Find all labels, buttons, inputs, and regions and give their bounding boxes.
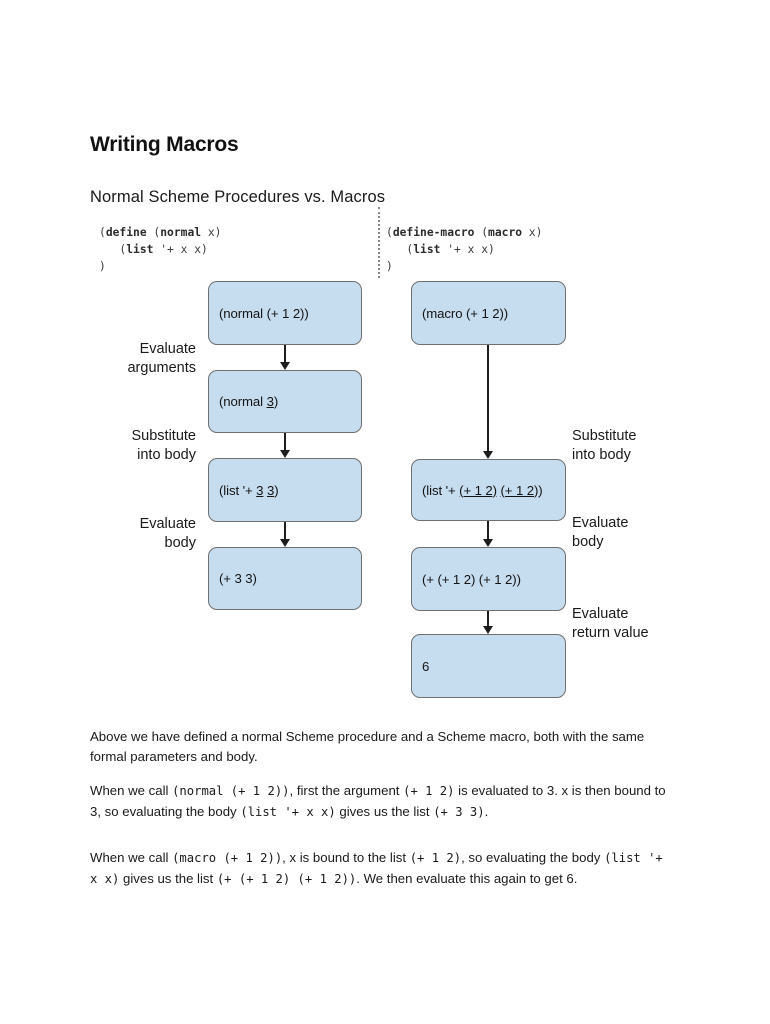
flow-box-normal-body-substituted: (list '+ 3 3) bbox=[208, 458, 362, 522]
flow-box-text: 6 bbox=[422, 658, 430, 674]
step-label-line: Evaluate bbox=[139, 516, 196, 532]
flow-box-normal-evaluated-arg: (normal 3) bbox=[208, 370, 362, 433]
flow-box-text: (normal (+ 1 2)) bbox=[219, 305, 309, 321]
step-label-line: arguments bbox=[127, 360, 196, 376]
flow-arrow-down bbox=[483, 521, 493, 547]
flow-box-macro-call: (macro (+ 1 2)) bbox=[411, 281, 566, 345]
flow-arrow-down bbox=[280, 433, 290, 458]
paragraph-normal-explanation: When we call (normal (+ 1 2)), first the… bbox=[90, 781, 672, 822]
paragraph-text: . bbox=[484, 803, 489, 819]
step-label-substitute-into-body-right: Substitute into body bbox=[572, 427, 637, 465]
flow-box-normal-call: (normal (+ 1 2)) bbox=[208, 281, 362, 345]
code-block-macro-definition: (define-macro (macro x) (list '+ x x) ) bbox=[386, 226, 543, 274]
paragraph-text: is evaluated to 3. x is then bound to 3,… bbox=[90, 783, 666, 819]
inline-code: (normal (+ 1 2)) bbox=[172, 784, 290, 799]
inline-code: (+ 3 3) bbox=[433, 804, 485, 819]
paragraph-text: When we call bbox=[90, 850, 173, 866]
paragraph-text: When we call bbox=[90, 783, 173, 799]
flow-box-text: (macro (+ 1 2)) bbox=[422, 305, 509, 321]
flow-arrow-down-long bbox=[483, 345, 493, 459]
flow-box-macro-body-substituted: (list '+ (+ 1 2) (+ 1 2)) bbox=[411, 459, 566, 521]
step-label-line: into body bbox=[137, 447, 196, 463]
flow-box-macro-expansion: (+ (+ 1 2) (+ 1 2)) bbox=[411, 547, 566, 611]
step-label-evaluate-body-left: Evaluate body bbox=[140, 515, 196, 553]
flow-box-text: (normal 3) bbox=[219, 394, 279, 409]
step-label-evaluate-return-value: Evaluate return value bbox=[572, 605, 649, 643]
page-title: Writing Macros bbox=[90, 133, 239, 157]
column-divider-dotted-line bbox=[378, 207, 380, 278]
step-label-line: Substitute bbox=[572, 428, 637, 444]
inline-code: (+ (+ 1 2) (+ 1 2)) bbox=[216, 871, 357, 886]
section-heading: Normal Scheme Procedures vs. Macros bbox=[90, 187, 386, 206]
paragraph-text: gives us the list bbox=[335, 803, 434, 819]
flow-box-text: (+ (+ 1 2) (+ 1 2)) bbox=[422, 571, 521, 587]
flow-box-text: (list '+ 3 3) bbox=[219, 482, 279, 498]
step-label-line: Evaluate bbox=[572, 606, 629, 622]
step-label-line: into body bbox=[572, 447, 631, 463]
flow-arrow-down bbox=[280, 345, 290, 370]
paragraph-text: , x is bound to the list bbox=[282, 850, 410, 866]
step-label-line: return value bbox=[572, 625, 649, 641]
paragraph-definitions-summary: Above we have defined a normal Scheme pr… bbox=[90, 729, 645, 764]
paragraph-macro-explanation: When we call (macro (+ 1 2)), x is bound… bbox=[90, 848, 672, 889]
step-label-evaluate-arguments: Evaluate arguments bbox=[127, 340, 196, 378]
flow-arrow-down bbox=[483, 611, 493, 634]
step-label-line: body bbox=[572, 534, 604, 550]
paragraph-text: gives us the list bbox=[119, 870, 217, 886]
step-label-line: body bbox=[164, 535, 196, 551]
flow-box-text: (list '+ (+ 1 2) (+ 1 2)) bbox=[422, 482, 543, 498]
paragraph-text: . We then evaluate this again to get 6. bbox=[356, 870, 578, 886]
inline-code: (list '+ x x) bbox=[90, 851, 663, 886]
inline-code: (list '+ x x) bbox=[240, 804, 336, 819]
flow-box-normal-result: (+ 3 3) bbox=[208, 547, 362, 610]
paragraph-text: , so evaluating the body bbox=[461, 850, 605, 866]
inline-code: (macro (+ 1 2)) bbox=[172, 851, 283, 866]
step-label-line: Evaluate bbox=[572, 515, 629, 531]
step-label-line: Substitute bbox=[131, 428, 197, 444]
step-label-line: Evaluate bbox=[139, 341, 196, 357]
flow-box-text: (+ 3 3) bbox=[219, 571, 257, 586]
step-label-substitute-into-body-left: Substitute into body bbox=[132, 427, 197, 465]
step-label-evaluate-body-right: Evaluate body bbox=[572, 514, 628, 552]
inline-code: (+ 1 2) bbox=[403, 784, 455, 799]
flow-box-macro-result: 6 bbox=[411, 634, 566, 698]
inline-code: (+ 1 2) bbox=[409, 851, 462, 866]
paragraph-text: , first the argument bbox=[289, 783, 404, 799]
code-block-normal-procedure: (define (normal x) (list '+ x x) ) bbox=[99, 226, 222, 274]
flow-arrow-down bbox=[280, 522, 290, 547]
